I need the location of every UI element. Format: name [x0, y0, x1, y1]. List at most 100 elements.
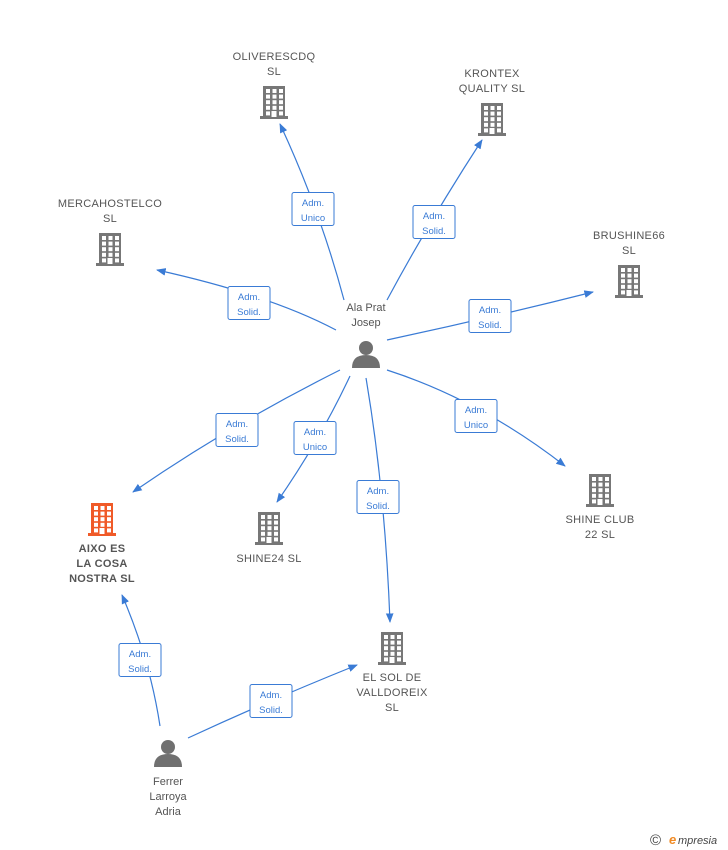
role-badge-box	[249, 684, 293, 718]
company-label-line: QUALITY SL	[459, 83, 525, 95]
role-badge-text: Solid.	[478, 320, 502, 331]
company-node-shine24[interactable]: SHINE24 SL	[236, 512, 301, 565]
company-label-line: BRUSHINE66	[593, 230, 665, 242]
role-badge-text: Unico	[301, 213, 325, 224]
company-label: SHINE24 SL	[236, 553, 301, 565]
company-label: KRONTEX QUALITY SL	[459, 68, 525, 95]
company-node-elsol[interactable]: EL SOL DE VALLDOREIX SL	[356, 632, 428, 714]
role-badge[interactable]: Adm. Unico	[291, 192, 335, 226]
copyright-symbol: ©	[650, 832, 661, 849]
building-icon	[586, 474, 614, 507]
role-badge-box	[468, 299, 512, 333]
role-badge-text: Solid.	[237, 307, 261, 318]
building-icon	[615, 265, 643, 298]
building-icon	[255, 512, 283, 545]
role-badge-text: Adm.	[129, 649, 151, 660]
role-badge-box	[356, 480, 400, 514]
company-label-line: LA COSA	[76, 558, 127, 570]
role-badge-text: Solid.	[366, 501, 390, 512]
role-badge-text: Adm.	[479, 305, 501, 316]
company-label-line: MERCAHOSTELCO	[58, 198, 162, 210]
company-label: OLIVERESCDQ SL	[233, 51, 316, 78]
company-node-aixo[interactable]: AIXO ES LA COSA NOSTRA SL	[69, 503, 135, 585]
company-label-line: 22 SL	[585, 529, 615, 541]
role-badge[interactable]: Adm. Solid.	[249, 684, 293, 718]
building-icon	[378, 632, 406, 665]
building-icon	[260, 86, 288, 119]
role-badge-text: Solid.	[422, 226, 446, 237]
company-label-line: SL	[267, 66, 281, 78]
person-label-line: Larroya	[149, 791, 187, 803]
company-node-oliverescdq[interactable]: OLIVERESCDQ SL	[233, 51, 316, 119]
role-badge-box	[291, 192, 335, 226]
role-badge-text: Unico	[464, 420, 488, 431]
role-badge-text: Adm.	[423, 211, 445, 222]
company-label: MERCAHOSTELCO SL	[58, 198, 162, 225]
role-badge-text: Adm.	[238, 292, 260, 303]
brand-initial: e	[669, 832, 676, 847]
company-label: EL SOL DE VALLDOREIX SL	[356, 672, 428, 714]
role-badge-text: Solid.	[259, 705, 283, 716]
role-badge-box	[293, 421, 337, 455]
role-badge[interactable]: Adm. Unico	[293, 421, 337, 455]
building-icon	[478, 103, 506, 136]
company-label-line: KRONTEX	[464, 68, 520, 80]
company-node-krontex[interactable]: KRONTEX QUALITY SL	[459, 68, 525, 136]
role-badge-text: Adm.	[302, 198, 324, 209]
role-badge-text: Adm.	[465, 405, 487, 416]
role-badge-box	[227, 286, 271, 320]
brand-name: mpresia	[678, 835, 717, 847]
person-label-line: Ala Prat	[346, 302, 385, 314]
company-node-shineclub[interactable]: SHINE CLUB 22 SL	[565, 474, 634, 541]
role-badge[interactable]: Adm. Solid.	[412, 205, 456, 239]
role-badge-box	[454, 399, 498, 433]
company-label-line: SL	[103, 213, 117, 225]
role-badge[interactable]: Adm. Solid.	[227, 286, 271, 320]
role-badge-box	[215, 413, 259, 447]
role-badge[interactable]: Adm. Solid.	[118, 643, 162, 677]
company-label-line: OLIVERESCDQ	[233, 51, 316, 63]
company-label-line: SHINE24 SL	[236, 553, 301, 565]
company-label: AIXO ES LA COSA NOSTRA SL	[69, 543, 135, 585]
person-label-line: Ferrer	[153, 776, 183, 788]
company-label-line: VALLDOREIX	[356, 687, 428, 699]
company-label-line: EL SOL DE	[363, 672, 422, 684]
role-badge[interactable]: Adm. Solid.	[356, 480, 400, 514]
company-label-line: SL	[385, 702, 399, 714]
company-label-line: NOSTRA SL	[69, 573, 135, 585]
person-label-line: Adria	[155, 806, 182, 818]
role-badge-text: Adm.	[226, 419, 248, 430]
role-badge-box	[118, 643, 162, 677]
nodes-layer: OLIVERESCDQ SL KRONTEX QUALITY SL MERCAHOSTE…	[58, 51, 665, 818]
company-label: SHINE CLUB 22 SL	[565, 514, 634, 541]
role-badge-text: Unico	[303, 442, 327, 453]
role-badge[interactable]: Adm. Solid.	[215, 413, 259, 447]
company-node-mercahostelco[interactable]: MERCAHOSTELCO SL	[58, 198, 162, 266]
role-badge-text: Adm.	[304, 427, 326, 438]
company-label-line: SHINE CLUB	[565, 514, 634, 526]
role-badge-text: Adm.	[367, 486, 389, 497]
building-icon	[96, 233, 124, 266]
building-icon	[88, 503, 116, 536]
company-label-line: SL	[622, 245, 636, 257]
role-badge-box	[412, 205, 456, 239]
company-label-line: AIXO ES	[79, 543, 126, 555]
role-badge[interactable]: Adm. Unico	[454, 399, 498, 433]
role-badge-text: Solid.	[225, 434, 249, 445]
role-badge-text: Solid.	[128, 664, 152, 675]
role-badge-text: Adm.	[260, 690, 282, 701]
person-icon	[154, 740, 182, 767]
person-icon	[352, 341, 380, 368]
edges-layer	[121, 123, 594, 739]
person-label-line: Josep	[351, 317, 380, 329]
role-badge[interactable]: Adm. Solid.	[468, 299, 512, 333]
brand-footer[interactable]: © e mpresia	[650, 832, 717, 849]
